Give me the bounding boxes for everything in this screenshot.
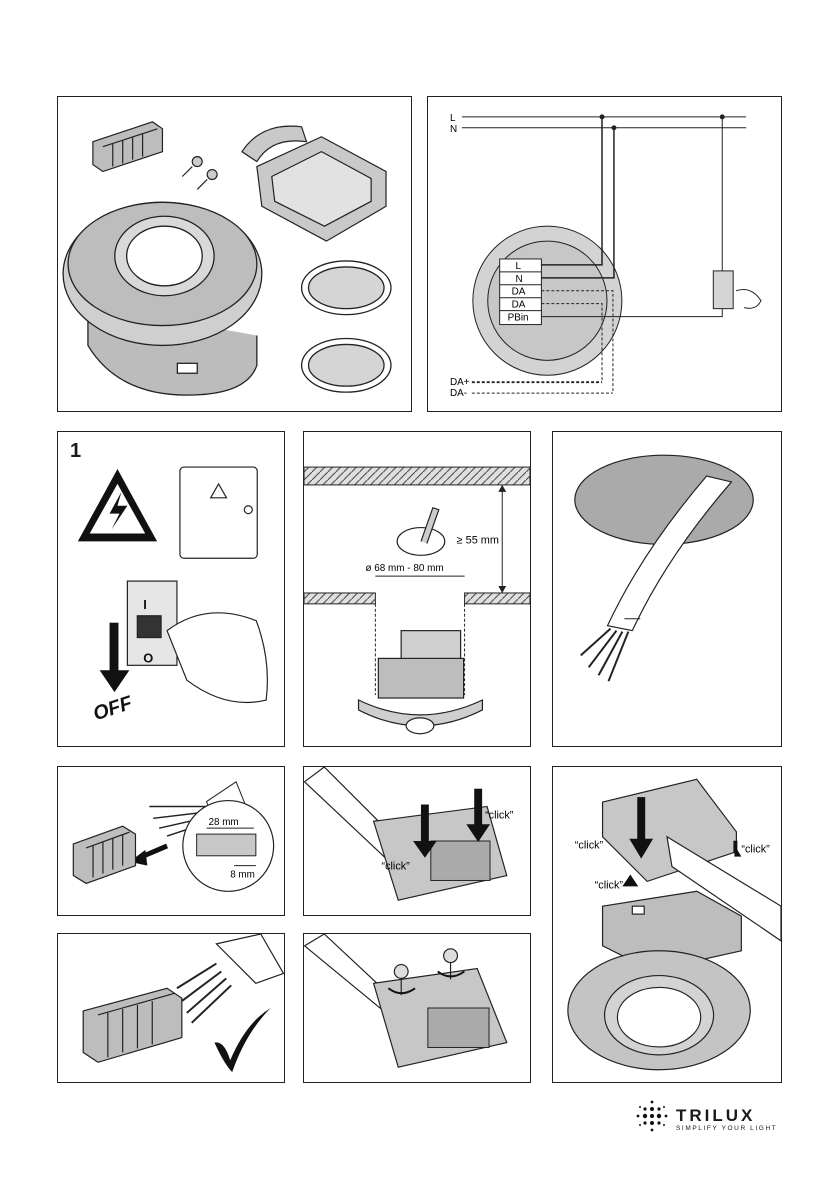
ceiling-installation-illustration: ≥ 55 mm ø 68 mm - 80 mm	[304, 432, 530, 746]
switch-on-mark: I	[143, 597, 147, 612]
line-n-label: N	[450, 124, 457, 135]
depth-label: ≥ 55 mm	[457, 534, 499, 546]
screw-icon	[182, 157, 217, 190]
terminal-block-icon	[83, 988, 182, 1062]
screw-fix-panel	[303, 933, 531, 1083]
push-button-icon	[713, 271, 733, 309]
ceiling-left	[304, 593, 375, 604]
click-label-left: “click”	[381, 861, 410, 873]
terminal-da1: DA	[512, 287, 526, 298]
strip-inner-label: 8 mm	[230, 870, 255, 881]
sensor-mount-panel: “click” “click” “click”	[552, 766, 782, 1083]
parts-overview-illustration	[58, 97, 411, 411]
sensor-side-icon	[359, 631, 483, 734]
trilux-logo: TRILUX SIMPLIFY YOUR LIGHT	[632, 1094, 812, 1140]
wires-inserted-illustration	[58, 934, 284, 1082]
switch-off-illustration: I O OFF	[58, 432, 284, 746]
parts-overview-panel	[57, 96, 412, 412]
cable-illustration	[553, 432, 781, 746]
terminal-block-icon	[93, 122, 163, 172]
wires-inserted-panel	[57, 933, 285, 1083]
cable-wires	[581, 629, 629, 682]
ceiling-top	[304, 467, 530, 485]
trilux-sphere-logo-icon	[632, 1094, 672, 1138]
ceiling-right	[465, 593, 530, 604]
wiring-diagram-panel: L N L N DA DA PBin DA+ DA-	[427, 96, 782, 412]
brand-tagline: SIMPLIFY YOUR LIGHT	[676, 1125, 777, 1132]
high-voltage-warning-icon	[78, 469, 157, 541]
screw-fix-illustration	[304, 934, 530, 1082]
presence-sensor-icon	[63, 202, 262, 395]
ceiling-hole-panel: ≥ 55 mm ø 68 mm - 80 mm	[303, 431, 531, 747]
wall-switch-icon: I O	[127, 581, 177, 665]
step-1-switch-off-panel: 1 I O OFF	[57, 431, 285, 747]
distribution-box-icon	[180, 467, 257, 558]
terminal-n: N	[516, 274, 523, 285]
mounting-frame-icon	[242, 126, 386, 241]
terminal-l: L	[516, 261, 522, 272]
wiring-diagram: L N L N DA DA PBin DA+ DA-	[428, 97, 781, 411]
presence-sensor-icon	[568, 891, 750, 1069]
cable-icon	[216, 934, 283, 983]
terminal-click-panel: “click” “click”	[303, 766, 531, 916]
click-label-center: “click”	[595, 879, 624, 891]
hand-icon	[167, 613, 267, 703]
terminal-block-icon	[428, 1008, 489, 1047]
click-label-right: “click”	[741, 844, 770, 856]
hole-saw-icon	[397, 508, 445, 556]
mounting-frame-icon	[603, 779, 737, 881]
line-l-label: L	[450, 113, 456, 124]
lens-cover-icon	[302, 261, 391, 392]
checkmark-icon	[214, 1008, 270, 1072]
switch-off-mark: O	[143, 650, 153, 665]
terminal-block-icon	[73, 826, 135, 883]
click-label-left: “click”	[575, 840, 604, 852]
brand-name: TRILUX	[676, 1106, 755, 1126]
hole-diameter-label: ø 68 mm - 80 mm	[365, 563, 443, 574]
strip-outer-label: 28 mm	[208, 817, 238, 828]
hand-icon	[736, 290, 761, 309]
terminal-pbin: PBin	[508, 313, 529, 324]
terminal-da2: DA	[512, 300, 526, 311]
click-label-right: “click”	[485, 809, 514, 821]
sensor-mount-illustration: “click” “click” “click”	[553, 767, 781, 1082]
bus-minus-label: DA-	[450, 388, 467, 399]
strip-length-illustration: 28 mm 8 mm	[58, 767, 284, 915]
bus-plus-label: DA+	[450, 377, 470, 388]
off-label: OFF	[91, 692, 136, 725]
cable-panel	[552, 431, 782, 747]
terminal-block-icon	[431, 841, 490, 880]
terminal-click-illustration: “click” “click”	[304, 767, 530, 915]
arrow-down-icon	[100, 623, 130, 692]
strip-length-panel: 28 mm 8 mm	[57, 766, 285, 916]
